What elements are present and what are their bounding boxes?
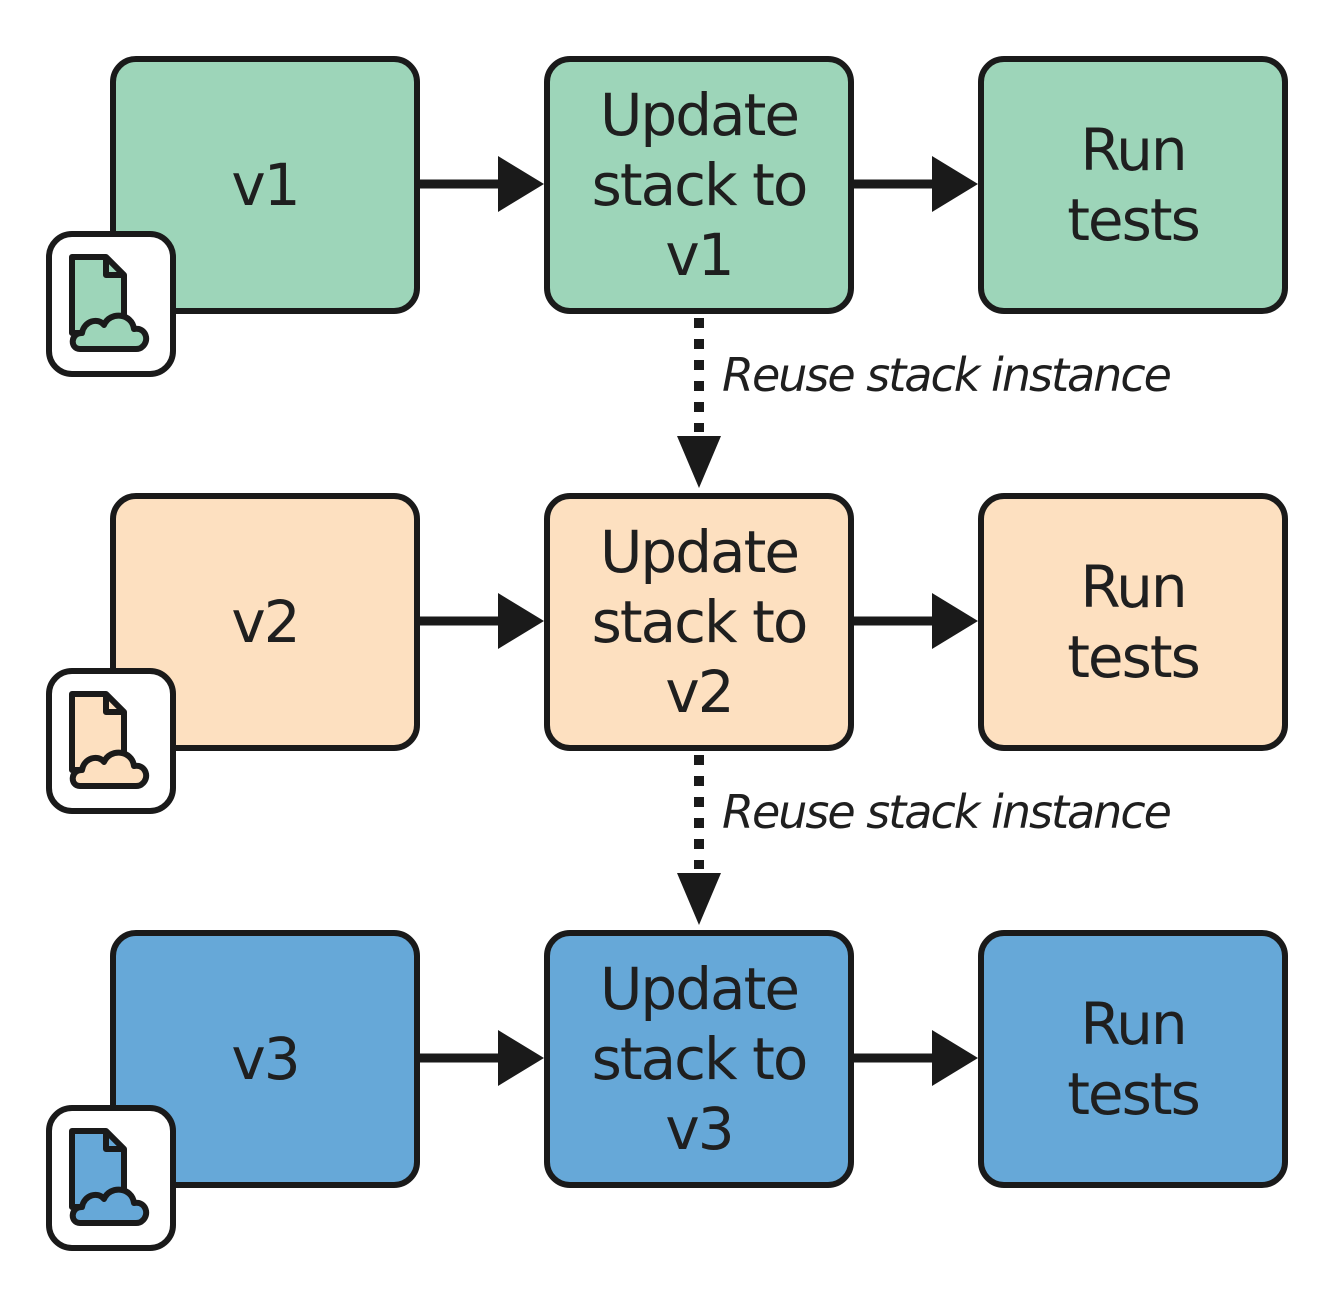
reuse-label-2: Reuse stack instance [722, 785, 1172, 839]
arrow-update3-to-run [854, 1030, 978, 1086]
file-with-cloud-icon [69, 254, 150, 352]
arrow-v3-to-update [420, 1030, 544, 1086]
arrow-update1-to-run [854, 156, 978, 212]
update-stack-step-v2: Update stack to v2 [544, 493, 854, 751]
file-with-cloud-icon [69, 1128, 150, 1226]
run-tests-step-v2: Run tests [978, 493, 1288, 751]
update-stack-step-v1: Update stack to v1 [544, 56, 854, 314]
file-with-cloud-icon [69, 691, 150, 789]
arrow-update2-to-run [854, 593, 978, 649]
stack-version-v2: v2 [110, 493, 420, 751]
dotted-arrow-reuse-2 [677, 755, 721, 925]
update-stack-step-v3: Update stack to v3 [544, 930, 854, 1188]
arrow-v2-to-update [420, 593, 544, 649]
run-tests-step-v1: Run tests [978, 56, 1288, 314]
dotted-arrow-reuse-1 [677, 318, 721, 488]
reuse-label-1: Reuse stack instance [722, 348, 1172, 402]
run-tests-step-v3: Run tests [978, 930, 1288, 1188]
stack-definition-badge-v2 [46, 668, 176, 814]
arrow-v1-to-update [420, 156, 544, 212]
stack-definition-badge-v1 [46, 231, 176, 377]
stack-definition-badge-v3 [46, 1105, 176, 1251]
